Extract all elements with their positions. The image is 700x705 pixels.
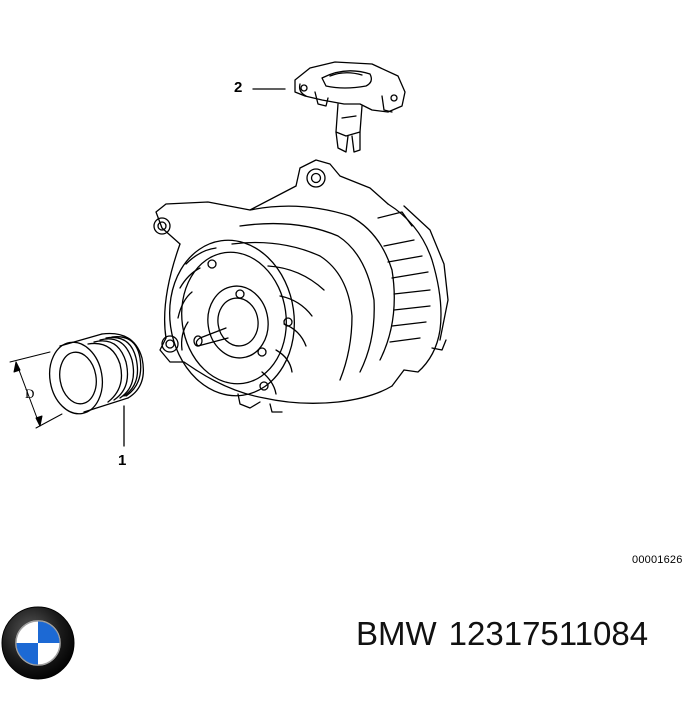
pulley-drawing [48,332,145,415]
callout-part-1: 1 [118,452,127,469]
part-number: 12317511084 [448,615,649,652]
part-caption: BMW 12317511084 [356,615,660,653]
reference-code: 00001626 [632,554,683,566]
brand-name: BMW [356,615,437,652]
voltage-regulator-drawing [294,61,406,153]
callout-part-2: 2 [234,79,243,96]
dimension-label: D [25,386,35,401]
dimension-d-marker [9,351,63,429]
bmw-roundel-icon [1,606,75,680]
alternator-drawing [153,159,449,413]
